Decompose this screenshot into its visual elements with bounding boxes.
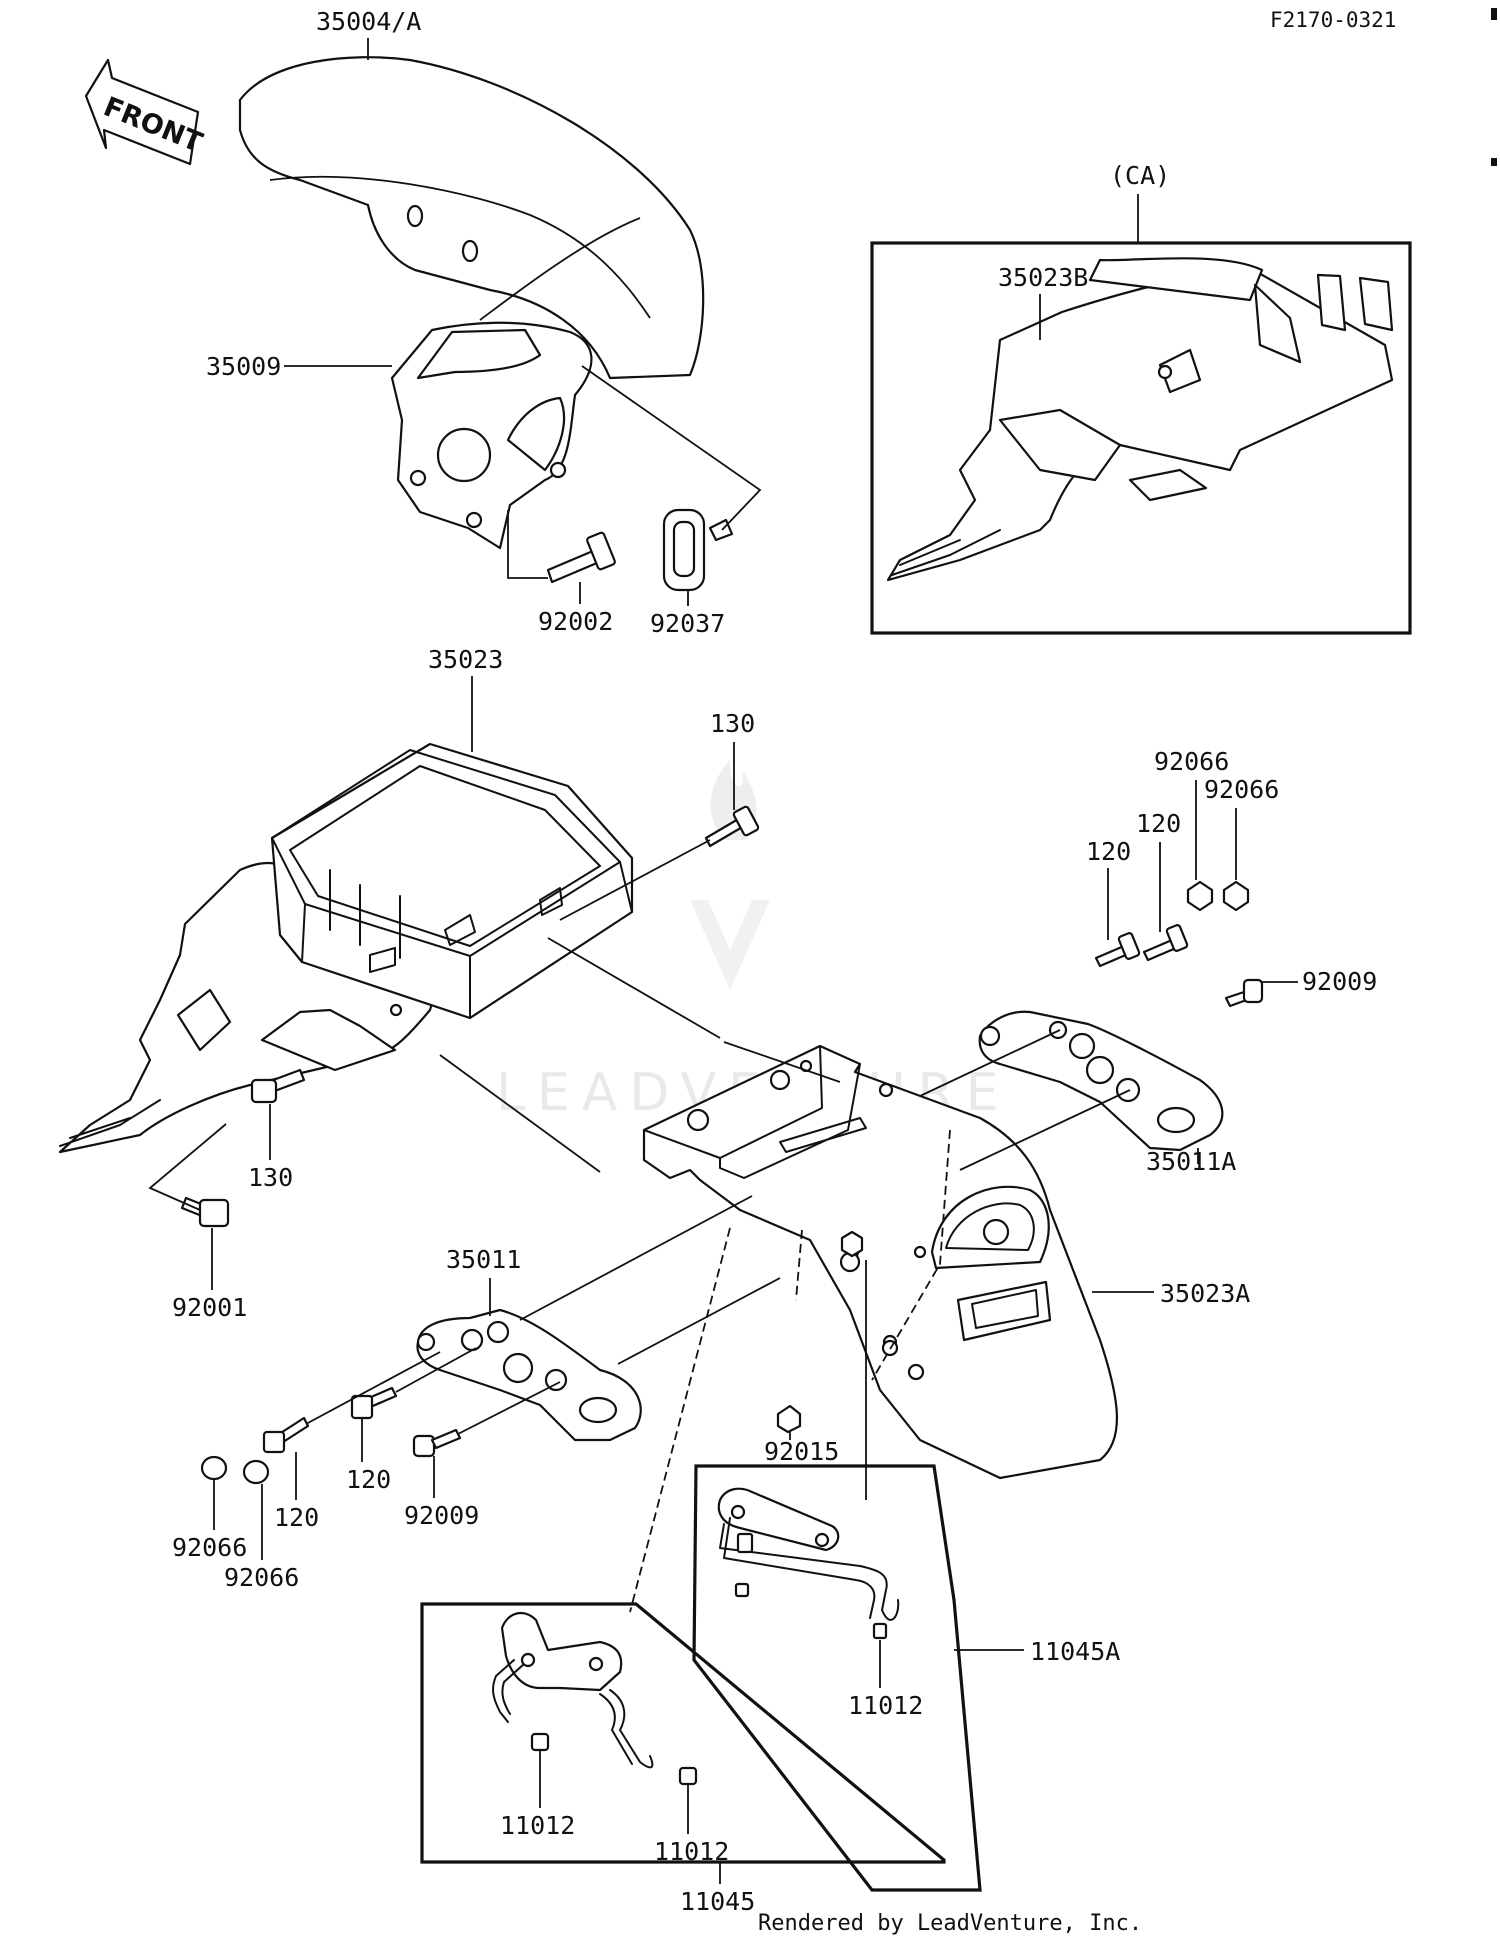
rear-fender-ca-35023B	[886, 257, 1394, 582]
callout-11012-a: 11012	[848, 1691, 923, 1720]
grommet-92037	[662, 508, 734, 592]
bolt-92001	[180, 1196, 230, 1228]
bolt-130-lower	[250, 1068, 306, 1104]
battery-box	[270, 742, 634, 1020]
callout-ca: (CA)	[1110, 161, 1170, 190]
margin-mark	[1491, 158, 1497, 166]
leader-120-left-b-line	[395, 1347, 477, 1393]
front-arrow-icon: FRONT	[84, 58, 207, 166]
callout-11012-b: 11012	[500, 1811, 575, 1840]
nut-92066-right-a	[1186, 880, 1214, 912]
callout-35011A: 35011A	[1146, 1147, 1236, 1176]
margin-mark	[1491, 8, 1497, 20]
leader-box-fender	[547, 937, 721, 1039]
inset-box-11045	[420, 1602, 946, 1864]
callout-120-right-b: 120	[1136, 809, 1181, 838]
callout-35009: 35009	[206, 352, 281, 381]
leader-35011A-fender-2	[959, 1089, 1131, 1171]
washer-92066-left-b	[242, 1459, 270, 1485]
leader-120-left-a-line	[305, 1351, 441, 1425]
nut-92066-right-b	[1222, 880, 1250, 912]
inset-box-11045A	[692, 1464, 982, 1892]
callout-92009-left: 92009	[404, 1501, 479, 1530]
callout-35023A: 35023A	[1160, 1279, 1250, 1308]
diagram-code: F2170-0321	[1270, 8, 1396, 32]
callout-120-left-b: 120	[346, 1465, 391, 1494]
leader-35011-fender-2	[617, 1277, 781, 1365]
bolt-120-right-b	[1142, 924, 1189, 962]
render-credit: Rendered by LeadVenture, Inc.	[758, 1911, 1142, 1936]
fender-bracket-35009	[390, 321, 593, 550]
bolt-120-right-a	[1094, 932, 1141, 968]
bracket-35011A	[978, 1010, 1224, 1152]
reflector-bracket-11045	[492, 1611, 698, 1786]
callout-130-lower: 130	[248, 1163, 293, 1192]
bracket-35011	[416, 1308, 642, 1442]
leader-box-fender-lower	[439, 1054, 601, 1173]
callout-92015: 92015	[764, 1437, 839, 1466]
reflector-bracket-11045A	[717, 1487, 900, 1640]
callout-11045A: 11045A	[1030, 1637, 1120, 1666]
leader-fender-grommet	[581, 365, 762, 531]
callout-92037: 92037	[650, 609, 725, 638]
callout-35023B: 35023B	[998, 263, 1088, 292]
callout-92066-left-a: 92066	[172, 1533, 247, 1562]
dash-leader-92015	[795, 1229, 803, 1301]
dash-leader-11045	[629, 1227, 731, 1613]
leader-fender-top	[723, 1041, 841, 1083]
washer-92066-left-a	[200, 1455, 228, 1481]
callout-92009-right: 92009	[1302, 967, 1377, 996]
callout-11045: 11045	[680, 1887, 755, 1916]
leader-92009-left-line	[457, 1381, 561, 1435]
leader-92001-line	[148, 1123, 227, 1211]
bolt-92009-right	[1224, 978, 1264, 1008]
callout-11012-c: 11012	[654, 1837, 729, 1866]
leader-130-upper-line	[559, 839, 711, 921]
callout-120-right-a: 120	[1086, 837, 1131, 866]
rear-fender-35023A	[642, 1044, 1118, 1480]
inset-box-ca	[870, 241, 1412, 635]
callout-92066-left-b: 92066	[224, 1563, 299, 1592]
callout-35011: 35011	[446, 1245, 521, 1274]
grommet-92015-a	[776, 1404, 802, 1434]
bolt-92009-left	[412, 1428, 462, 1458]
bolt-120-left-a	[262, 1416, 310, 1454]
leader-35011A-fender	[919, 1029, 1061, 1097]
callout-35023: 35023	[428, 645, 503, 674]
bolt-92002	[546, 531, 616, 584]
watermark-logo	[690, 760, 770, 990]
bolt-120-left-b	[350, 1386, 398, 1420]
grommet-92015-b	[840, 1230, 864, 1258]
leader-35011-fender	[519, 1195, 753, 1321]
callout-92066-right-a: 92066	[1154, 747, 1229, 776]
callout-35004A: 35004/A	[316, 7, 421, 36]
bolt-130-upper	[704, 805, 760, 848]
callout-92001: 92001	[172, 1293, 247, 1322]
callout-92066-right-b: 92066	[1204, 775, 1279, 804]
callout-130-upper: 130	[710, 709, 755, 738]
dash-leader-11045A	[871, 1129, 951, 1381]
front-fender	[238, 56, 705, 380]
callout-120-left-a: 120	[274, 1503, 319, 1532]
callout-92002: 92002	[538, 607, 613, 636]
leader-92002-line	[507, 510, 548, 579]
